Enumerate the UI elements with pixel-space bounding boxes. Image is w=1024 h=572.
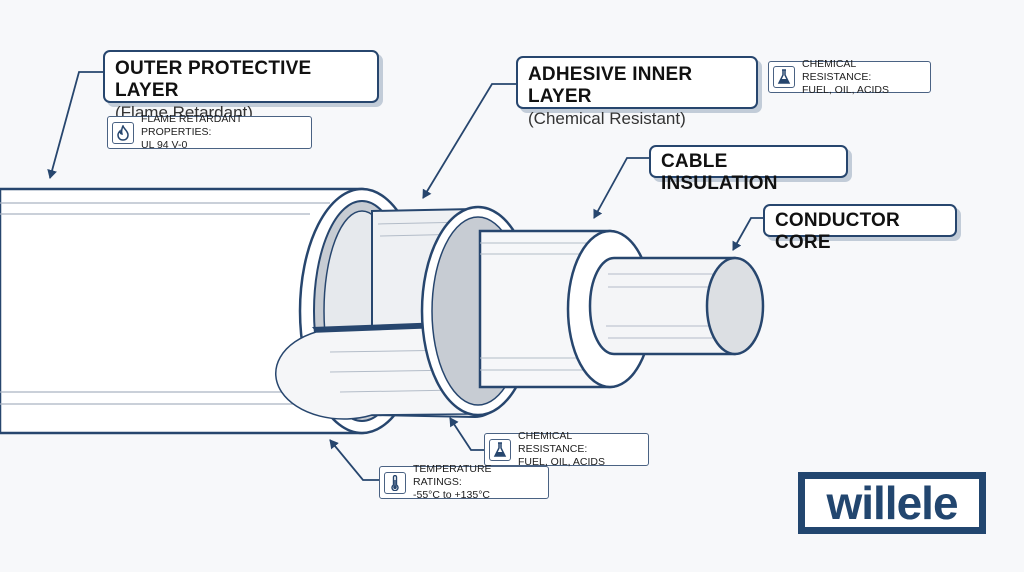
label-title: ADHESIVE INNER LAYER xyxy=(528,64,693,107)
info-value: FUEL, OIL, ACIDS xyxy=(518,456,605,468)
thermometer-icon xyxy=(384,471,406,494)
info-value: UL 94 V-0 xyxy=(141,139,188,151)
logo-text: willele xyxy=(826,477,958,529)
info-heading: TEMPERATURE RATINGS: xyxy=(413,463,492,488)
info-heading: FLAME RETARDANT PROPERTIES: xyxy=(141,113,243,138)
label-outer-protective-layer: OUTER PROTECTIVE LAYER (Flame Retardant) xyxy=(103,50,379,122)
leader-lines xyxy=(47,71,765,481)
flask-icon xyxy=(489,438,511,461)
info-value: FUEL, OIL, ACIDS xyxy=(802,83,889,96)
info-temperature-ratings: TEMPERATURE RATINGS: -55°C to +135°C xyxy=(379,463,549,501)
conductor-core xyxy=(588,256,765,356)
info-value: -55°C to +135°C xyxy=(413,489,490,501)
brand-logo: willele xyxy=(798,472,986,534)
label-subtitle: (Chemical Resistant) xyxy=(528,109,686,128)
info-heading: CHEMICAL RESISTANCE: xyxy=(518,430,588,455)
info-flame-retardant: FLAME RETARDANT PROPERTIES: UL 94 V-0 xyxy=(107,113,312,151)
flame-icon xyxy=(112,121,134,144)
info-heading: CHEMICAL RESISTANCE: xyxy=(802,57,872,83)
label-adhesive-inner-layer: ADHESIVE INNER LAYER (Chemical Resistant… xyxy=(516,56,758,128)
label-conductor-core: CONDUCTOR CORE xyxy=(763,204,957,253)
label-cable-insulation: CABLE INSULATION xyxy=(649,145,848,194)
label-title: OUTER PROTECTIVE LAYER xyxy=(115,58,312,101)
flask-icon xyxy=(773,66,795,88)
info-chemical-resistance-bottom: CHEMICAL RESISTANCE: FUEL, OIL, ACIDS xyxy=(484,430,649,468)
info-chemical-resistance-top: CHEMICAL RESISTANCE: FUEL, OIL, ACIDS xyxy=(768,57,931,96)
label-title: CONDUCTOR CORE xyxy=(775,210,900,253)
label-title: CABLE INSULATION xyxy=(661,151,778,194)
